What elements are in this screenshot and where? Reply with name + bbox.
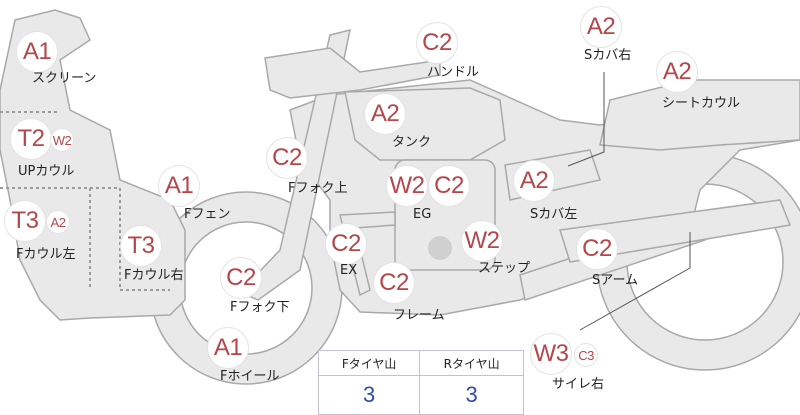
- muffler-right-grade-badge: W3: [530, 333, 572, 375]
- ffork-lower-label: Fフォク下: [230, 300, 290, 315]
- seat-cowl: [599, 79, 800, 151]
- eg-grade-badge-2: C2: [428, 165, 470, 207]
- upcowl-sub-badge: W2: [50, 128, 74, 152]
- front-fork: [238, 28, 351, 301]
- fwheel-label: Fホイール: [220, 369, 280, 384]
- screen-grade-badge: A1: [16, 31, 58, 73]
- fcowl-left-label: Fカウル左: [16, 247, 76, 262]
- ex-grade-badge: C2: [325, 223, 367, 265]
- fcowl-right-grade-badge: T3: [120, 225, 162, 267]
- tire-tread-table: Fタイヤ山 Rタイヤ山 3 3: [317, 350, 524, 415]
- muffler-right-sub-badge: C3: [574, 343, 598, 367]
- eg-label: EG: [413, 207, 432, 222]
- seatcowl-label: シートカウル: [662, 96, 741, 111]
- sarm-label: Sアーム: [592, 273, 639, 288]
- scover-left-grade-badge: A2: [513, 160, 555, 202]
- tank-label: タンク: [392, 135, 432, 150]
- frame-label: フレーム: [393, 308, 445, 323]
- ffender-label: Fフェン: [184, 207, 231, 222]
- scover-left-label: Sカバ左: [530, 207, 578, 222]
- sarm-grade-badge: C2: [576, 228, 618, 270]
- frame-grade-badge: C2: [373, 262, 415, 304]
- handle-grade-badge: C2: [416, 22, 458, 64]
- front-tire-header: Fタイヤ山: [317, 350, 421, 376]
- rear-tire-header: Rタイヤ山: [419, 350, 524, 376]
- handlebar: [264, 47, 441, 99]
- muffler-right-label: サイレ右: [552, 377, 605, 392]
- front-tire-value: 3: [317, 375, 421, 415]
- scover-right-label: Sカバ右: [584, 48, 632, 63]
- handle-label: ハンドル: [427, 65, 480, 80]
- tank-grade-badge: A2: [364, 93, 406, 135]
- fwheel-grade-badge: A1: [207, 327, 249, 369]
- screen-label: スクリーン: [32, 71, 97, 86]
- ffork-upper-label: Fフォク上: [288, 181, 348, 196]
- seatcowl-grade-badge: A2: [656, 51, 698, 93]
- upcowl-grade-badge: T2: [10, 118, 52, 160]
- upcowl-label: UPカウル: [18, 164, 75, 179]
- step-label: ステップ: [478, 261, 531, 276]
- fcowl-left-sub-badge: A2: [46, 210, 70, 234]
- rear-tire-value: 3: [419, 375, 524, 415]
- fcowl-left-grade-badge: T3: [4, 200, 46, 242]
- ex-label: EX: [340, 263, 358, 278]
- eg-grade-badge-1: W2: [386, 165, 428, 207]
- ffork-lower-grade-badge: C2: [220, 257, 262, 299]
- ffork-upper-grade-badge: C2: [266, 137, 308, 179]
- scover-right-grade-badge: A2: [580, 6, 622, 48]
- ffender-grade-badge: A1: [158, 165, 200, 207]
- step-grade-badge: W2: [461, 220, 503, 262]
- fcowl-right-label: Fカウル右: [124, 268, 184, 283]
